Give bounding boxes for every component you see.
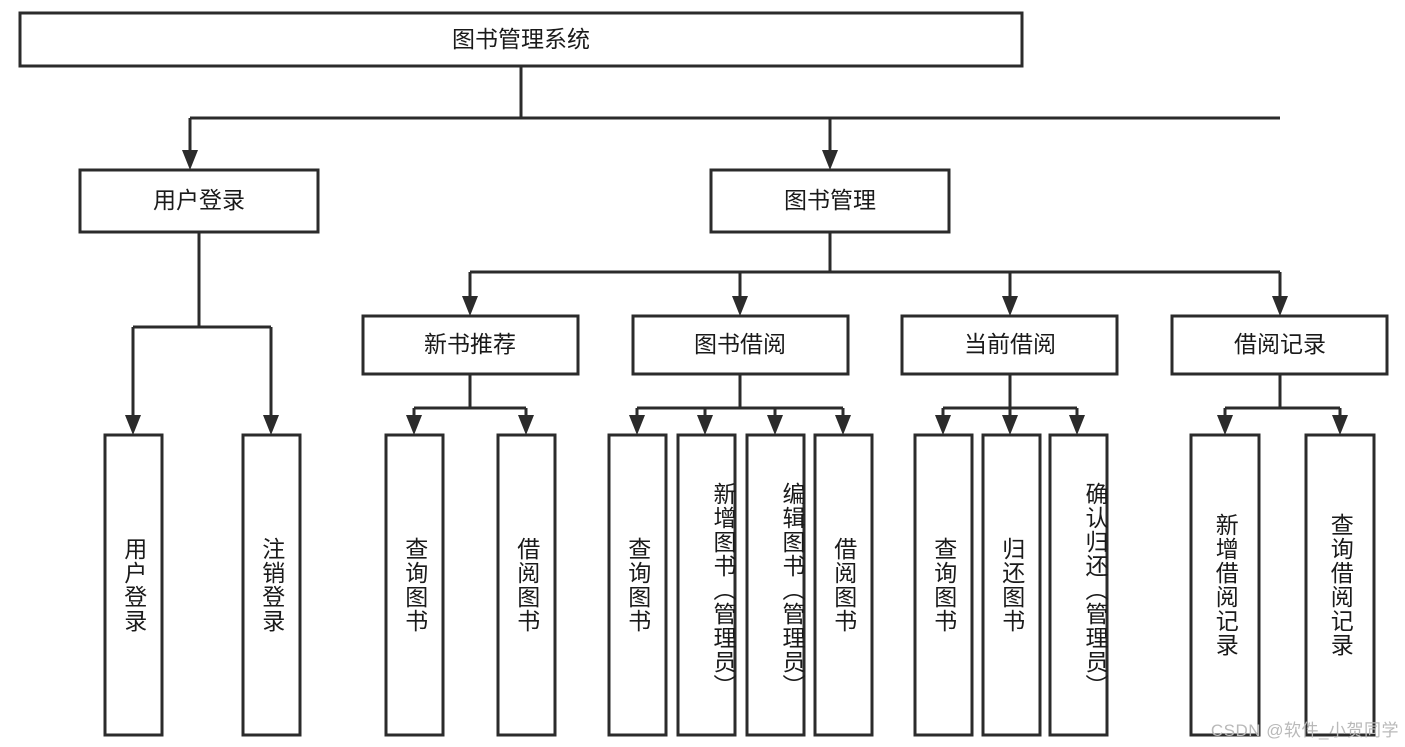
node-root-label: 图书管理系统	[452, 26, 590, 52]
node-current-borrow-label: 当前借阅	[964, 331, 1056, 357]
leaf-box-query-book-2[interactable]	[607, 433, 668, 737]
leaf-box-borrow-book-2[interactable]	[813, 433, 874, 737]
node-user-login[interactable]	[78, 168, 320, 234]
connector-userlogin-to-leaves	[125, 232, 279, 435]
node-book-borrow-label: 图书借阅	[694, 331, 786, 357]
node-book-management[interactable]	[709, 168, 951, 234]
connector-bookmgmt-to-level2	[462, 232, 1288, 316]
leaf-box-user-login[interactable]	[103, 433, 164, 737]
connector-bookborrow-to-leaves	[629, 374, 851, 435]
leaf-box-add-book[interactable]	[676, 433, 737, 737]
connector-currentborrow-to-leaves	[935, 374, 1085, 435]
leaf-box-add-record[interactable]	[1189, 433, 1261, 737]
leaf-box-logout[interactable]	[241, 433, 302, 737]
node-current-borrow[interactable]	[900, 314, 1119, 376]
node-book-borrow[interactable]	[631, 314, 850, 376]
leaf-box-query-record[interactable]	[1304, 433, 1376, 737]
node-borrow-record[interactable]	[1170, 314, 1389, 376]
leaf-box-query-book-1[interactable]	[384, 433, 445, 737]
connector-newbook-to-leaves	[406, 374, 534, 435]
connector-borrowrecord-to-leaves	[1217, 374, 1348, 435]
node-user-login-label: 用户登录	[153, 187, 245, 213]
node-book-management-label: 图书管理	[784, 187, 876, 213]
node-borrow-record-label: 借阅记录	[1234, 331, 1326, 357]
node-new-book-recommend[interactable]	[361, 314, 580, 376]
leaf-box-confirm-return[interactable]	[1048, 433, 1109, 737]
node-new-book-recommend-label: 新书推荐	[424, 331, 516, 357]
connector-root-to-level1	[182, 66, 1280, 170]
csdn-watermark: CSDN @软件_小贺同学	[1210, 721, 1399, 740]
leaf-box-edit-book[interactable]	[745, 433, 806, 737]
leaf-box-return-book[interactable]	[981, 433, 1042, 737]
node-root[interactable]	[18, 11, 1024, 68]
leaf-box-borrow-book-1[interactable]	[496, 433, 557, 737]
leaf-box-query-book-3[interactable]	[913, 433, 974, 737]
